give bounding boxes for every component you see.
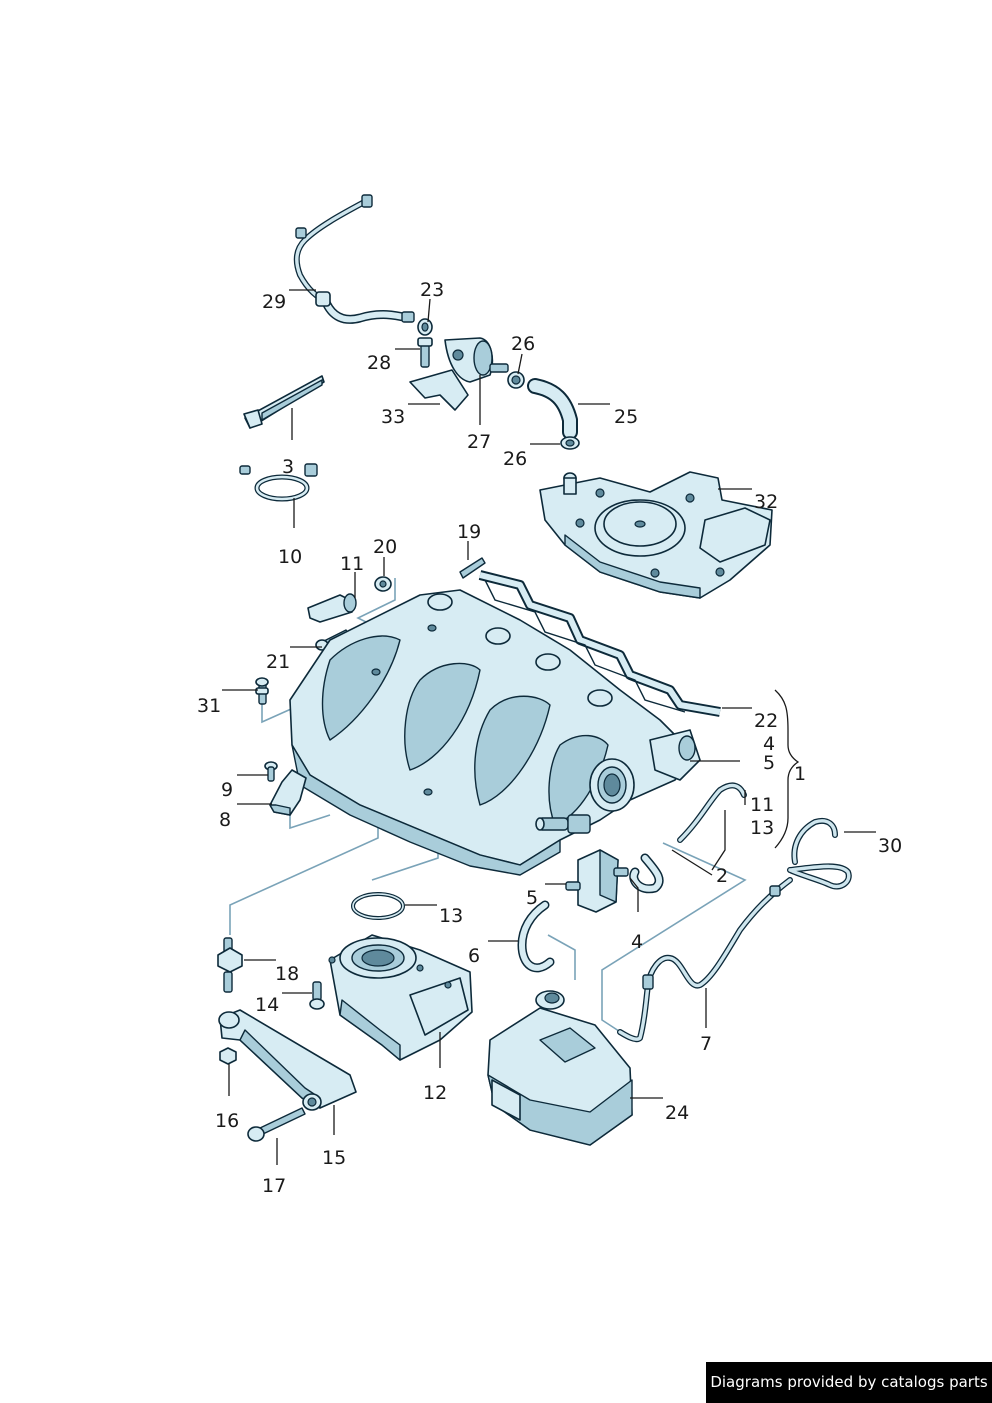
strip-3-clamp-10	[239, 375, 325, 502]
callout-21: 21	[266, 651, 290, 673]
gasket-22	[478, 570, 721, 717]
hose-30-7	[617, 817, 852, 1043]
callout-6: 6	[468, 945, 480, 967]
solenoid-valve-5	[565, 849, 629, 913]
hose-25	[527, 378, 580, 450]
callout-10: 10	[278, 546, 302, 568]
callout-13-right: 13	[750, 817, 774, 839]
callout-15: 15	[322, 1147, 346, 1169]
callout-labels: 29 23 28 26 33 27 25 26 3 10 32 19 20 11…	[197, 279, 902, 1197]
callout-5-bottom: 5	[526, 887, 538, 909]
callout-4-bottom: 4	[631, 931, 643, 953]
stud-18-bolt-14	[217, 937, 325, 1010]
callout-29: 29	[262, 291, 286, 313]
callout-19: 19	[457, 521, 481, 543]
callout-12: 12	[423, 1082, 447, 1104]
callout-4-top: 4	[763, 733, 775, 755]
callout-11-right: 11	[750, 794, 774, 816]
callout-20: 20	[373, 536, 397, 558]
cover-32	[539, 471, 773, 599]
o-ring-13	[351, 892, 405, 920]
credit-banner: Diagrams provided by catalogs parts	[706, 1362, 992, 1403]
valve-assembly-27	[409, 318, 525, 411]
callout-26-bottom: 26	[503, 448, 527, 470]
callout-33: 33	[381, 406, 405, 428]
throttle-body-12	[328, 934, 473, 1061]
callout-28: 28	[367, 352, 391, 374]
callout-18: 18	[275, 963, 299, 985]
callout-31: 31	[197, 695, 221, 717]
callout-14: 14	[255, 994, 279, 1016]
callout-7: 7	[700, 1033, 712, 1055]
callout-27: 27	[467, 431, 491, 453]
breather-hose-29	[293, 194, 415, 324]
callout-17: 17	[262, 1175, 286, 1197]
callout-16: 16	[215, 1110, 239, 1132]
callout-30: 30	[878, 835, 902, 857]
callout-3: 3	[282, 456, 294, 478]
callout-1: 1	[794, 763, 806, 785]
callout-32: 32	[754, 491, 778, 513]
bracket-15	[218, 1009, 357, 1142]
air-box-24	[487, 990, 633, 1146]
callout-9: 9	[221, 779, 233, 801]
hoses-4-6-11	[517, 782, 747, 973]
callout-8: 8	[219, 809, 231, 831]
callout-11-top: 11	[340, 553, 364, 575]
callout-24: 24	[665, 1102, 689, 1124]
callout-23: 23	[420, 279, 444, 301]
callout-22: 22	[754, 710, 778, 732]
callout-25: 25	[614, 406, 638, 428]
callout-2: 2	[716, 865, 728, 887]
callout-26-top: 26	[511, 333, 535, 355]
callout-13-oring: 13	[439, 905, 463, 927]
leader-lines	[222, 289, 876, 1165]
sensor-8-bolt-9	[264, 761, 307, 816]
callout-5-top: 5	[763, 752, 775, 774]
intake-manifold-1	[289, 589, 701, 876]
